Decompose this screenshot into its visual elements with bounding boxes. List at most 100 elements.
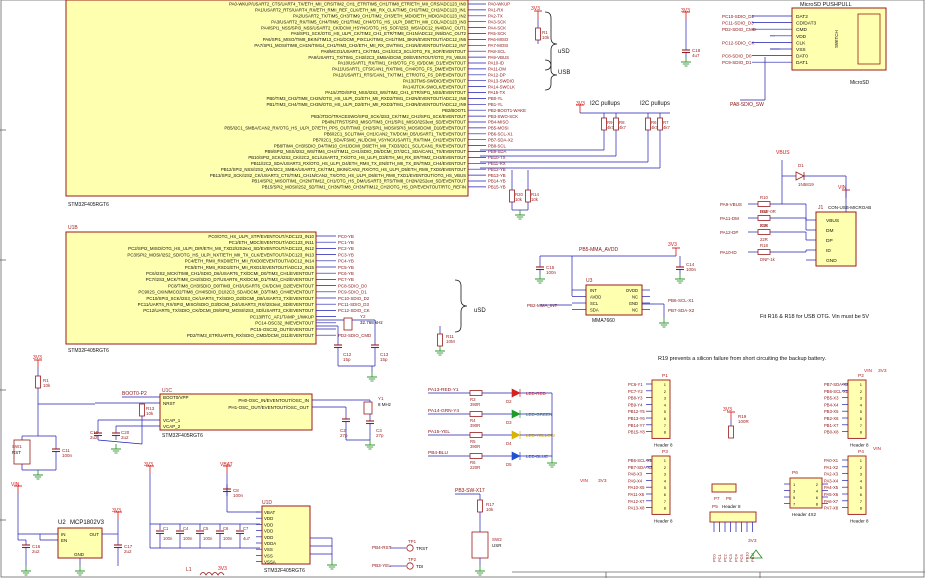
- header-pin-number: 3: [860, 396, 863, 401]
- y1-value: 8 MHz: [378, 402, 392, 407]
- c12-ref: C12: [343, 352, 352, 357]
- usb-conn-pin: GND: [826, 258, 837, 264]
- header-pin-number: 7: [860, 423, 863, 428]
- header-pin-net: P7: [714, 496, 720, 501]
- mcu-mid-part-name: STM32F405RGT6: [68, 348, 109, 354]
- mcu-mid-pin-label: PC12/UART5_TX/SDIO_CK/DCMI_D9/SPI3_MOSI/…: [143, 308, 314, 313]
- usb-res-ref: R16: [760, 223, 768, 228]
- header-pin-net: PB4-X4: [824, 402, 839, 407]
- header-pin-number: 5: [664, 485, 667, 490]
- decoup-value: 100n: [183, 536, 193, 541]
- header-pin-number: 8: [860, 506, 863, 511]
- mcu-mid-pin-net: PC1-YB: [338, 240, 354, 245]
- mcu-top-block: PA0-WKUP/USART2_CTS/UART4_TX/ETH_MII_CRS…: [65, 0, 526, 208]
- reset-r-ref: R1: [43, 378, 49, 383]
- mcu-pin-label: PB9/SPI2_NSS/I2S2_WS/TIM4_CH4/TIM11_CH1/…: [265, 149, 467, 154]
- sw2-ref: SW2: [492, 537, 502, 542]
- pulldown-value: 10k: [515, 197, 523, 202]
- header-pin-net: PB10: [745, 551, 750, 562]
- header-ref: P1: [662, 373, 668, 379]
- led-res-ref: R3: [470, 397, 476, 402]
- usb-conn-pin: DP: [826, 238, 833, 244]
- accel-pin-right: NC: [632, 308, 638, 313]
- mcu-pin-net: PB12-YB: [488, 167, 506, 172]
- header-pin-number: 6: [816, 495, 819, 500]
- c17-value: 2u2: [124, 549, 132, 554]
- usd-pin-label: DAT2: [796, 14, 808, 20]
- mcu-pin-label: PA1/USART2_RTS/UART4_RX/ETH_RMII_REF_CLK…: [255, 8, 467, 13]
- top-pullup-resistor: 3V3 R1 10k: [531, 6, 550, 44]
- decoup-value: 100n: [203, 536, 213, 541]
- ldo-pin: IN: [61, 532, 66, 537]
- mcu-mid-pin-net: PC11-SDIO_D3: [338, 302, 369, 307]
- usd-net-label: PC11-SDIO_D3: [722, 21, 754, 26]
- usd-net-label: PD2-SDIO_CMD: [722, 27, 757, 32]
- ec-pullups-label: I2C pullups: [590, 101, 620, 107]
- header-pin-net: PC0: [712, 553, 717, 562]
- r19-value: 100R: [738, 419, 750, 424]
- header-3v3-label: 3V3: [878, 368, 887, 374]
- mcu-pin-net: PB3-SWO-SCK: [488, 114, 518, 119]
- mcu-pin-net: PB7-SDA-X2: [488, 137, 514, 142]
- testpoint-ref: TP1: [408, 539, 417, 544]
- microsd-block: MicroSD PUSHPULL DAT2CD/DAT3CMDVDDCLKVSS…: [680, 2, 887, 108]
- accel-pin-right: GND: [629, 301, 638, 306]
- mcu-pin-label: PB4/NJTRST/SPI3_MISO/TIM3_CH1/SPI1_MISO/…: [322, 120, 467, 125]
- sw2-label: USR: [492, 543, 502, 548]
- led-res-value: 390R: [470, 444, 480, 449]
- reset-c-ref: C11: [62, 448, 70, 453]
- header-pin-net: PB0-X8: [824, 430, 839, 435]
- mcu-mid-pin-label: PC6/I2S2_MCK/TIM8_CH1/SDIO_D6/USART6_TX/…: [146, 271, 314, 276]
- mcu-mid-pin-net: PC12-SDIO_CK: [338, 308, 370, 313]
- mcu-pin-net: PB6-SCL-X1: [488, 132, 513, 137]
- resistor: [757, 215, 771, 221]
- header-pin-number: 3: [664, 472, 667, 477]
- usd-pin-label: VDD: [796, 34, 807, 40]
- c8-value: 100n: [233, 493, 244, 498]
- mcu-pin-net: PA11-DM: [488, 67, 506, 72]
- header-pin-net: PA7-X8: [824, 506, 839, 511]
- boot-pin-label: VCAP_1: [163, 418, 181, 423]
- osc-pin-label: PH1-OSC_OUT/EVENTOUT/OSC_OUT: [228, 405, 309, 410]
- header-label: Header 8: [654, 442, 673, 447]
- header-pin-number: 1: [664, 382, 667, 387]
- led-res-value: 220R: [470, 465, 480, 470]
- decoup-value: 4u7: [243, 536, 251, 541]
- header-body: [651, 455, 671, 515]
- mcu-pin-label: PA14/JTCK-SWCLK/EVENTOUT: [403, 84, 467, 89]
- c19-ref: C19: [90, 430, 99, 435]
- usd-pin-label: CD/DAT3: [796, 21, 816, 27]
- header-body: [847, 455, 867, 515]
- c15-ref: C15: [546, 265, 555, 270]
- header-body: [651, 379, 671, 439]
- mcu-top-pin-list: PA0-WKUP/USART2_CTS/UART4_TX/ETH_MII_CRS…: [210, 2, 526, 190]
- mcu-mid-pin-label: PC0/OTG_HS_ULPI_STP/EVENTOUT/ADC123_IN10: [208, 234, 314, 239]
- header-pin-net: PC6-Y1: [628, 382, 643, 387]
- led-res-ref: R5: [470, 439, 476, 444]
- header-pin-net: PB5-X3: [824, 396, 839, 401]
- mcu-mid-pin-net: PC5-YB: [338, 265, 354, 270]
- header-pin-net: P8: [726, 496, 732, 501]
- mcu-pin-label: PA6/SPI1_MISO/TIM8_BKIN/TIM13_CH1/DCMI_P…: [263, 37, 467, 42]
- mcu-power-pin: VDD: [264, 516, 273, 521]
- accel-net-label: PB6-SCL-X1: [668, 298, 694, 303]
- mcu-pin-net: PB2-BOOT1-WAKE: [488, 108, 526, 113]
- header-pin-net: PA13-X8: [628, 506, 645, 511]
- header-pin-number: 5: [860, 485, 863, 490]
- mcu-mid-pin-label: PC9/I2S_CKIN/MCO2/TIM8_CH4/SDIO_D1/I2C3_…: [138, 290, 314, 295]
- header-pin-number: 1: [860, 382, 863, 387]
- c2-ref: C2: [340, 428, 346, 433]
- mcu-mid-pin-net: PC0-YB: [338, 234, 354, 239]
- header-pin-number: 5: [860, 409, 863, 414]
- header-pin-number: 6: [664, 416, 667, 421]
- decoup-value: 100n: [223, 536, 233, 541]
- usb-net-label: PA9-VBUS: [720, 202, 742, 207]
- resistor: [645, 117, 651, 131]
- usd-net-label: PC12-SDIO_CK: [722, 40, 755, 45]
- c3-ref: C3: [376, 428, 382, 433]
- led-block: PA13-RED-Y1R3390RD2LED-REDPA14-GRN-Y4R43…: [428, 387, 558, 470]
- mcu-power-part: STM32F405RGT6: [264, 568, 305, 574]
- reset-switch-label: RST: [12, 450, 21, 455]
- header-pin-number: 2: [664, 465, 667, 470]
